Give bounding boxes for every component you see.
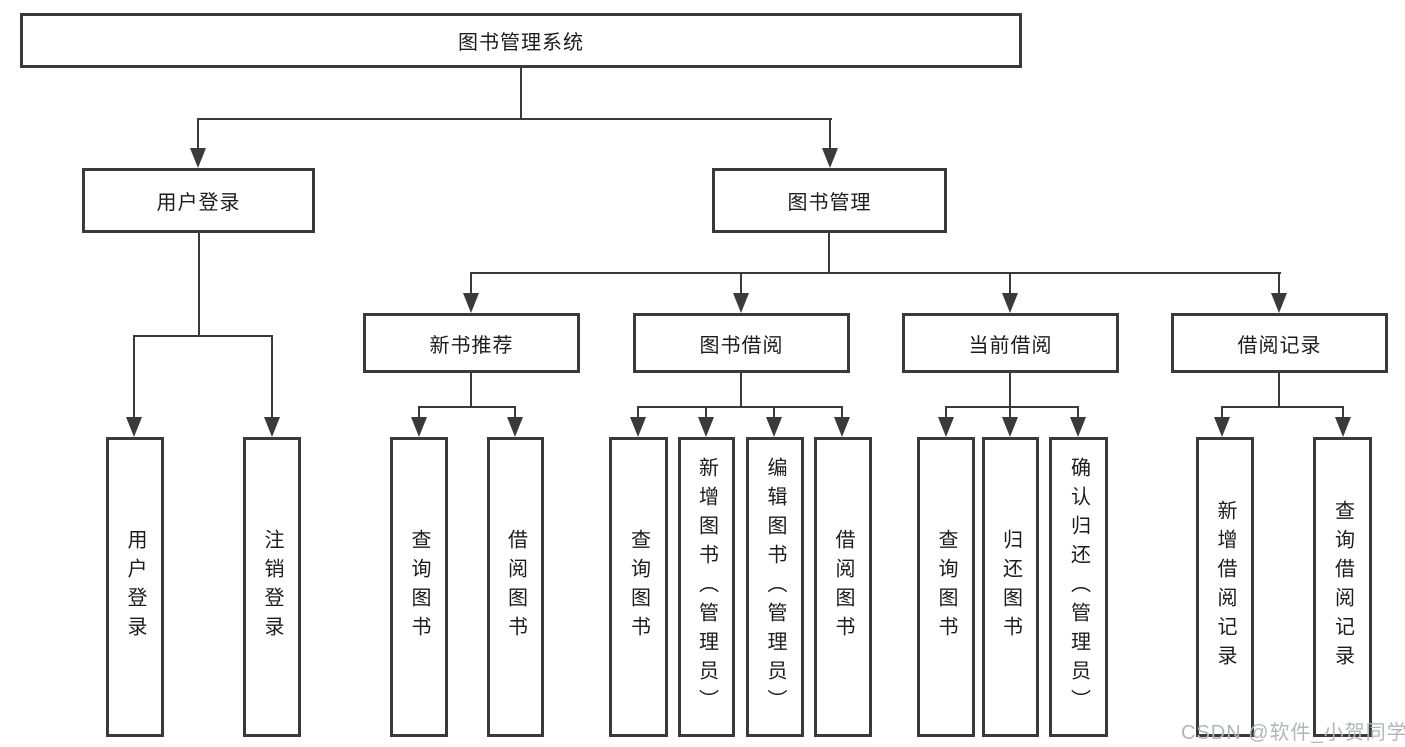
connector-line: [1009, 373, 1011, 407]
leaf-query-borrow-record: 查询借阅记录: [1313, 437, 1372, 737]
leaf-borrow-books-label: 借阅图书: [832, 529, 854, 645]
connector-line: [1221, 406, 1344, 408]
connector-line: [945, 406, 947, 419]
leaf-borrow-books: 借阅图书: [814, 437, 872, 737]
node-book-borrow-label: 图书借阅: [699, 334, 784, 357]
arrow-down-icon: [1002, 293, 1018, 313]
arrow-down-icon: [630, 417, 646, 437]
arrow-down-icon: [190, 148, 206, 168]
connector-line: [470, 272, 472, 295]
connector-line: [828, 233, 830, 273]
connector-line: [520, 68, 522, 119]
connector-line: [1077, 406, 1079, 419]
arrow-down-icon: [126, 417, 142, 437]
arrow-down-icon: [1271, 293, 1287, 313]
node-user-login-label: 用户登录: [156, 192, 241, 214]
connector-line: [418, 406, 516, 408]
node-book-management: 图书管理: [712, 168, 947, 233]
connector-line: [945, 406, 1079, 408]
connector-line: [1221, 406, 1223, 419]
connector-line: [637, 406, 843, 408]
leaf-return-book-label: 归还图书: [999, 529, 1022, 645]
connector-line: [514, 406, 516, 419]
node-new-book-recommend-label: 新书推荐: [429, 334, 514, 357]
arrow-down-icon: [698, 417, 714, 437]
leaf-query-books-borrow-label: 查询图书: [627, 529, 650, 645]
leaf-add-book-admin-label: 新增图书（管理员）: [695, 456, 718, 718]
connector-line: [841, 406, 843, 419]
leaf-edit-book-admin-label: 编辑图书（管理员）: [764, 456, 786, 718]
connector-line: [1342, 406, 1344, 419]
connector-line: [829, 118, 831, 152]
node-root-label: 图书管理系统: [458, 32, 584, 54]
leaf-query-books-borrow: 查询图书: [609, 437, 668, 737]
leaf-query-books-current: 查询图书: [917, 437, 975, 737]
arrow-down-icon: [507, 417, 523, 437]
arrow-down-icon: [938, 417, 954, 437]
leaf-return-book: 归还图书: [982, 437, 1039, 737]
connector-line: [740, 373, 742, 407]
leaf-add-book-admin: 新增图书（管理员）: [678, 437, 735, 737]
connector-line: [1278, 373, 1280, 407]
leaf-query-books-recommend: 查询图书: [390, 437, 448, 737]
leaf-logout: 注销登录: [243, 437, 301, 737]
node-book-borrow: 图书借阅: [633, 313, 850, 373]
connector-line: [1278, 272, 1280, 295]
connector-line: [773, 406, 775, 419]
connector-line: [1009, 272, 1011, 295]
node-current-borrow-label: 当前借阅: [968, 334, 1053, 357]
connector-line: [133, 335, 135, 419]
node-root: 图书管理系统: [20, 13, 1022, 68]
leaf-borrow-books-recommend-label: 借阅图书: [504, 529, 527, 645]
arrow-down-icon: [1214, 417, 1230, 437]
leaf-user-login: 用户登录: [106, 437, 164, 737]
node-book-management-label: 图书管理: [787, 192, 872, 214]
arrow-down-icon: [1070, 417, 1086, 437]
connector-line: [198, 233, 200, 337]
connector-line: [705, 406, 707, 419]
leaf-edit-book-admin: 编辑图书（管理员）: [746, 437, 804, 737]
connector-line: [133, 335, 273, 337]
connector-line: [740, 272, 742, 295]
connector-line: [470, 373, 472, 407]
connector-line: [197, 118, 199, 152]
leaf-borrow-books-recommend: 借阅图书: [487, 437, 544, 737]
arrow-down-icon: [822, 148, 838, 168]
leaf-query-books-current-label: 查询图书: [935, 529, 957, 645]
node-borrow-records: 借阅记录: [1171, 313, 1388, 373]
connector-line: [470, 272, 1281, 274]
node-borrow-records-label: 借阅记录: [1237, 334, 1322, 357]
watermark: CSDN @软件_小贺同学: [1181, 722, 1405, 744]
arrow-down-icon: [733, 293, 749, 313]
arrow-down-icon: [766, 417, 782, 437]
leaf-add-borrow-record: 新增借阅记录: [1196, 437, 1254, 737]
connector-line: [1009, 406, 1011, 419]
leaf-user-login-label: 用户登录: [124, 529, 146, 645]
arrow-down-icon: [1335, 417, 1351, 437]
arrow-down-icon: [1002, 417, 1018, 437]
leaf-logout-label: 注销登录: [261, 529, 283, 645]
leaf-query-books-recommend-label: 查询图书: [408, 529, 430, 645]
connector-line: [637, 406, 639, 419]
arrow-down-icon: [834, 417, 850, 437]
connector-line: [271, 335, 273, 419]
leaf-confirm-return-admin-label: 确认归还（管理员）: [1067, 456, 1090, 718]
node-user-login: 用户登录: [82, 168, 315, 233]
arrow-down-icon: [463, 293, 479, 313]
node-current-borrow: 当前借阅: [902, 313, 1119, 373]
arrow-down-icon: [264, 417, 280, 437]
leaf-add-borrow-record-label: 新增借阅记录: [1214, 500, 1236, 674]
arrow-down-icon: [411, 417, 427, 437]
connector-line: [418, 406, 420, 419]
connector-line: [197, 118, 832, 120]
node-new-book-recommend: 新书推荐: [363, 313, 580, 373]
leaf-query-borrow-record-label: 查询借阅记录: [1331, 500, 1354, 674]
leaf-confirm-return-admin: 确认归还（管理员）: [1049, 437, 1108, 737]
